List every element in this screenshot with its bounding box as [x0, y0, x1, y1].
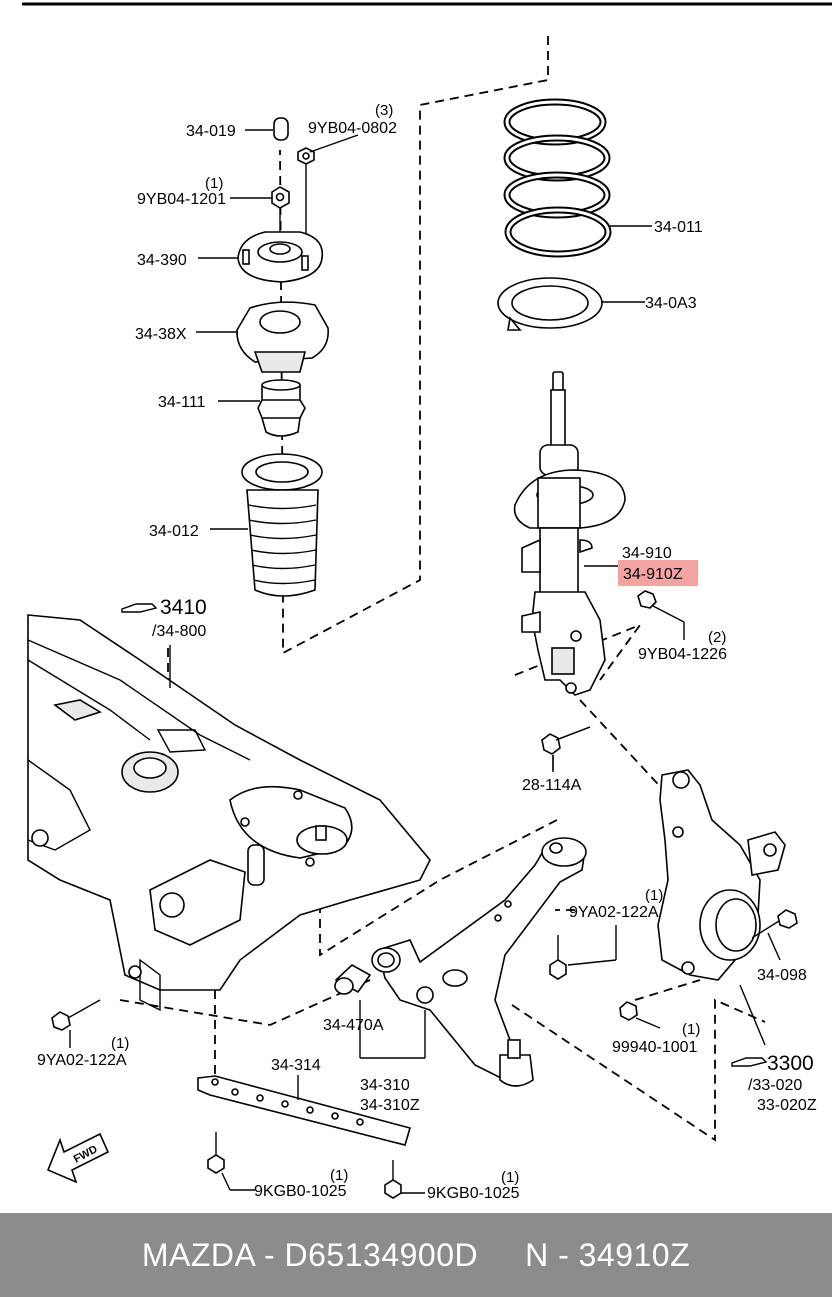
label-9kgb0-1025-right: 9KGB0-1025: [427, 1185, 520, 1202]
bolt-34-098: [751, 909, 798, 939]
label-34-910: 34-910: [622, 545, 672, 562]
nut-9yb04-1226: [637, 590, 685, 640]
bump-stop-34-111: [257, 379, 306, 437]
label-9ya02-122a-left: 9YA02-122A: [37, 1052, 127, 1069]
nut-99940-1001: [619, 1001, 661, 1029]
label-ref-33-020: /33-020: [748, 1077, 802, 1094]
ref-hand-icon-3410: [121, 603, 158, 613]
subframe-3410: [27, 614, 431, 1012]
spring-seat-34-0a3: [497, 277, 603, 331]
label-33-020z: 33-020Z: [757, 1097, 817, 1114]
cap-34-019: [273, 117, 289, 141]
label-qty-1001: (1): [682, 1021, 700, 1038]
mount-rubber-34-38x: [236, 301, 329, 373]
label-ref-34-800: /34-800: [152, 623, 206, 640]
label-34-098: 34-098: [757, 967, 807, 984]
label-9kgb0-1025-left: 9KGB0-1025: [254, 1183, 347, 1200]
label-ref-3300: 3300: [767, 1052, 814, 1075]
label-34-390: 34-390: [137, 252, 187, 269]
bracket-34-314: [197, 1075, 411, 1146]
label-9yb04-1226: 9YB04-1226: [638, 646, 727, 663]
highlight-34-910z: [618, 560, 698, 586]
coil-spring-34-011: [503, 98, 612, 258]
dust-boot-34-012: [241, 453, 323, 597]
label-34-0a3: 34-0A3: [645, 295, 697, 312]
label-9yb04-0802: 9YB04-0802: [308, 120, 397, 137]
label-34-019: 34-019: [186, 123, 236, 140]
ref-hand-icon-3300: [731, 1057, 768, 1067]
label-qty-122a-right: (1): [645, 887, 663, 904]
label-34-111: 34-111: [158, 394, 206, 411]
parts-diagram: FWD 34-019 (3) 9YB04-0802 (1: [22, 2, 832, 1202]
label-34-011: 34-011: [654, 219, 703, 236]
label-34-012: 34-012: [149, 523, 199, 540]
strut-34-910: [513, 371, 626, 696]
bolt-9kgb0-1025-left: [207, 1132, 225, 1174]
label-qty-1226: (2): [708, 629, 726, 646]
label-qty-kgb0-left: (1): [330, 1167, 348, 1184]
label-qty-kgb0-right: (1): [501, 1169, 519, 1186]
label-28-114a: 28-114A: [522, 777, 582, 794]
label-34-910z: 34-910Z: [623, 566, 683, 583]
knuckle-3300: [657, 769, 786, 981]
mount-plate-34-390: [237, 231, 324, 283]
label-34-470a: 34-470A: [323, 1017, 384, 1034]
bushing-34-470a: [334, 964, 372, 995]
label-34-310z: 34-310Z: [360, 1097, 420, 1114]
leader-lines: [69, 129, 781, 1194]
label-ref-3410: 3410: [160, 596, 207, 619]
label-34-38x: 34-38X: [135, 326, 187, 343]
bolt-9ya02-122a-right: [549, 935, 567, 980]
label-qty-122a-left: (1): [111, 1035, 129, 1052]
label-34-314: 34-314: [271, 1057, 321, 1074]
lower-arm-34-310: [371, 837, 587, 1087]
label-9ya02-122a-right: 9YA02-122A: [569, 904, 659, 921]
footer-part-number: MAZDA - D65134900D N - 34910Z: [141, 1236, 691, 1273]
footer-bar: MAZDA - D65134900D N - 34910Z: [0, 1213, 832, 1297]
label-qty-0802: (3): [375, 102, 393, 119]
label-34-310: 34-310: [360, 1077, 410, 1094]
bolt-28-114a: [541, 726, 591, 770]
label-99940-1001: 99940-1001: [612, 1039, 698, 1056]
label-9yb04-1201: 9YB04-1201: [137, 191, 226, 208]
fwd-arrow-icon: FWD: [46, 1132, 110, 1184]
bolt-9ya02-122a-left: [51, 999, 101, 1031]
bolt-9kgb0-1025-right: [384, 1160, 402, 1199]
label-qty-1201: (1): [205, 175, 223, 192]
